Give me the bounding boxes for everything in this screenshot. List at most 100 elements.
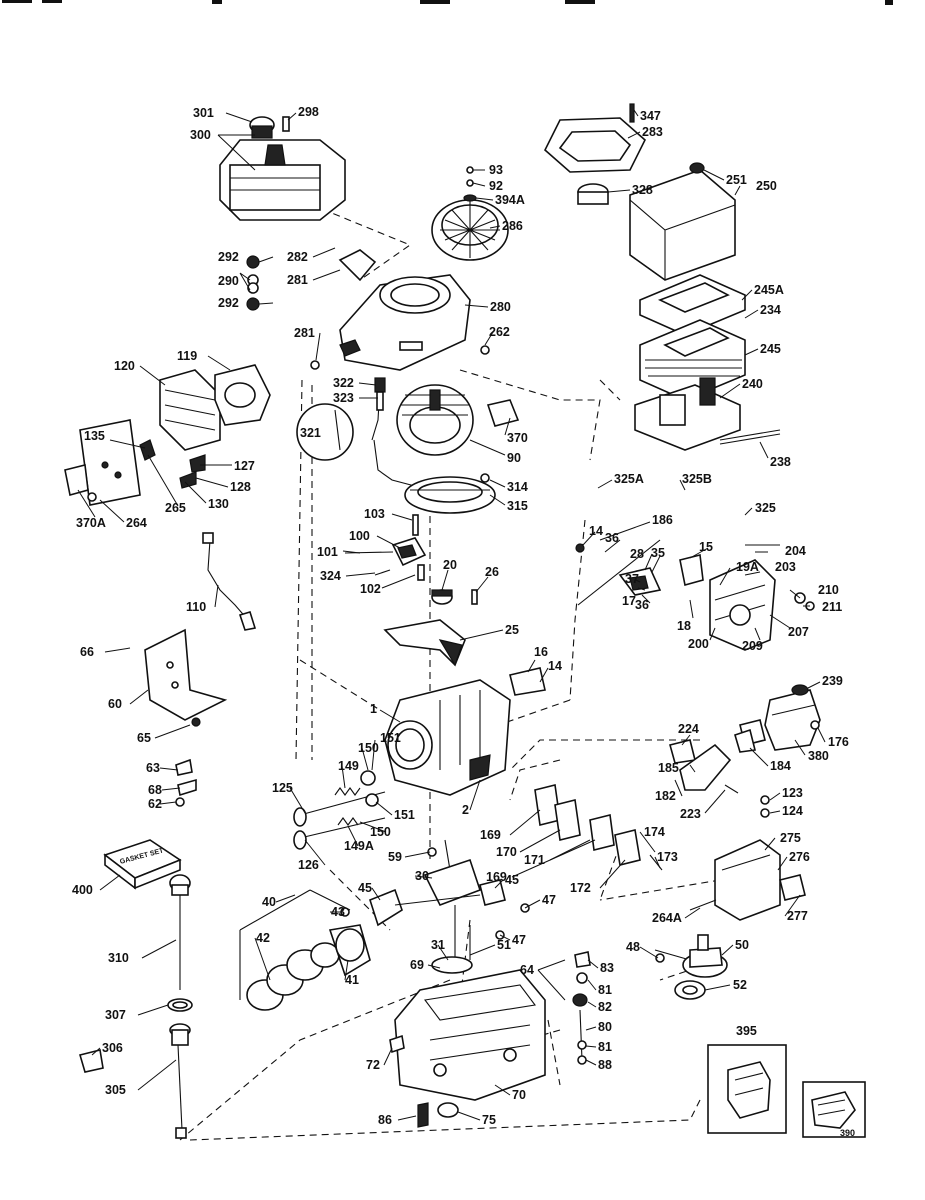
part-label: 209 (742, 639, 763, 653)
part-label: 88 (598, 1058, 612, 1072)
part-label: 31 (431, 938, 445, 952)
part-label: 300 (190, 128, 211, 142)
part-label: 314 (507, 480, 528, 494)
crankshaft (423, 839, 482, 960)
part-label: 123 (782, 786, 803, 800)
part-label: 28 (630, 547, 644, 561)
part-label: 59 (388, 850, 402, 864)
part-label: 310 (108, 951, 129, 965)
connecting-rod (340, 879, 530, 940)
part-label: 51 (497, 938, 511, 952)
part-label: 64 (520, 963, 534, 977)
part-label: 169 (480, 828, 501, 842)
part-label: 20 (443, 558, 457, 572)
carburetor (709, 544, 815, 651)
part-label: 80 (598, 1020, 612, 1034)
part-label: 315 (507, 499, 528, 513)
part-label: 2 (462, 803, 469, 817)
part-label: 171 (524, 853, 545, 867)
air-cleaner-base (634, 377, 781, 451)
part-label: 127 (234, 459, 255, 473)
part-label: 60 (108, 697, 122, 711)
part-label: 211 (822, 600, 842, 614)
part-label: 81 (598, 983, 612, 997)
part-label: 62 (148, 797, 162, 811)
part-label: 328 (632, 183, 653, 197)
control-bracket (144, 628, 228, 807)
muffler-assembly (64, 364, 271, 506)
part-label: 185 (658, 761, 679, 775)
part-label: 200 (688, 637, 709, 651)
part-label: 26 (485, 565, 499, 579)
part-label: 298 (298, 105, 319, 119)
ignition-module (344, 514, 478, 605)
part-label: 172 (570, 881, 591, 895)
spark-plug-detail (296, 377, 431, 491)
part-label: 110 (186, 600, 206, 614)
part-label: 186 (652, 513, 673, 527)
part-label: 203 (775, 560, 796, 574)
part-label: 130 (208, 497, 229, 511)
part-label: 70 (512, 1088, 526, 1102)
part-label: 292 (218, 296, 239, 310)
part-label: 210 (818, 583, 839, 597)
part-label: 251 (726, 173, 747, 187)
part-label: 245 (760, 342, 781, 356)
part-label: 43 (331, 905, 345, 919)
part-label: 47 (542, 893, 556, 907)
flywheel-screen (431, 166, 509, 261)
part-label: 41 (345, 973, 359, 987)
part-label: 265 (165, 501, 186, 515)
piston-and-rings (239, 889, 371, 1011)
part-label: 92 (489, 179, 503, 193)
part-label: 394A (495, 193, 525, 207)
part-label: 370 (507, 431, 528, 445)
brake-bracket (383, 619, 546, 696)
part-label: 75 (482, 1113, 496, 1127)
engine-gasket-kit-box (802, 1081, 866, 1138)
part-label: 35 (651, 546, 665, 560)
part-label: 149A (344, 839, 374, 853)
part-label: 37 (625, 572, 639, 586)
part-label: 264A (652, 911, 682, 925)
part-label: 124 (782, 804, 803, 818)
part-number-labels: 301 298 300 93 92 394A 286 347 283 328 2… (72, 105, 855, 1138)
part-label: 169 (486, 870, 507, 884)
part-label: 45 (505, 873, 519, 887)
part-label: 277 (787, 909, 808, 923)
part-label: 149 (338, 759, 359, 773)
engine-block (384, 679, 511, 796)
dipstick-tube (78, 874, 193, 1139)
part-label: 119 (177, 349, 197, 363)
part-label: 290 (218, 274, 239, 288)
part-label: 14 (589, 524, 603, 538)
air-cleaner-cover (219, 116, 346, 221)
part-label: 83 (600, 961, 614, 975)
part-label: 82 (598, 1000, 612, 1014)
part-label: 321 (300, 426, 321, 440)
part-label: 36 (635, 598, 649, 612)
muffler (689, 839, 806, 921)
part-label: 72 (366, 1058, 380, 1072)
part-label: 151 (380, 731, 401, 745)
part-label: 25 (505, 623, 519, 637)
part-label: 176 (828, 735, 849, 749)
part-label: 262 (489, 325, 510, 339)
part-label: 324 (320, 569, 341, 583)
part-label: 128 (230, 480, 251, 494)
part-label: 239 (822, 674, 843, 688)
part-label: 101 (317, 545, 338, 559)
part-label: 380 (808, 749, 829, 763)
part-label: 19A (736, 560, 759, 574)
part-label: 42 (256, 931, 270, 945)
part-label: 286 (502, 219, 523, 233)
part-label: 52 (733, 978, 747, 992)
air-cleaner-gasket (544, 103, 646, 205)
part-label: 100 (349, 529, 370, 543)
part-label: 238 (770, 455, 791, 469)
part-label: 234 (760, 303, 781, 317)
valves-and-springs (293, 770, 386, 850)
part-label: 48 (626, 940, 640, 954)
gasket-set-kit: GASKET SET (103, 839, 182, 890)
part-label: 120 (114, 359, 135, 373)
